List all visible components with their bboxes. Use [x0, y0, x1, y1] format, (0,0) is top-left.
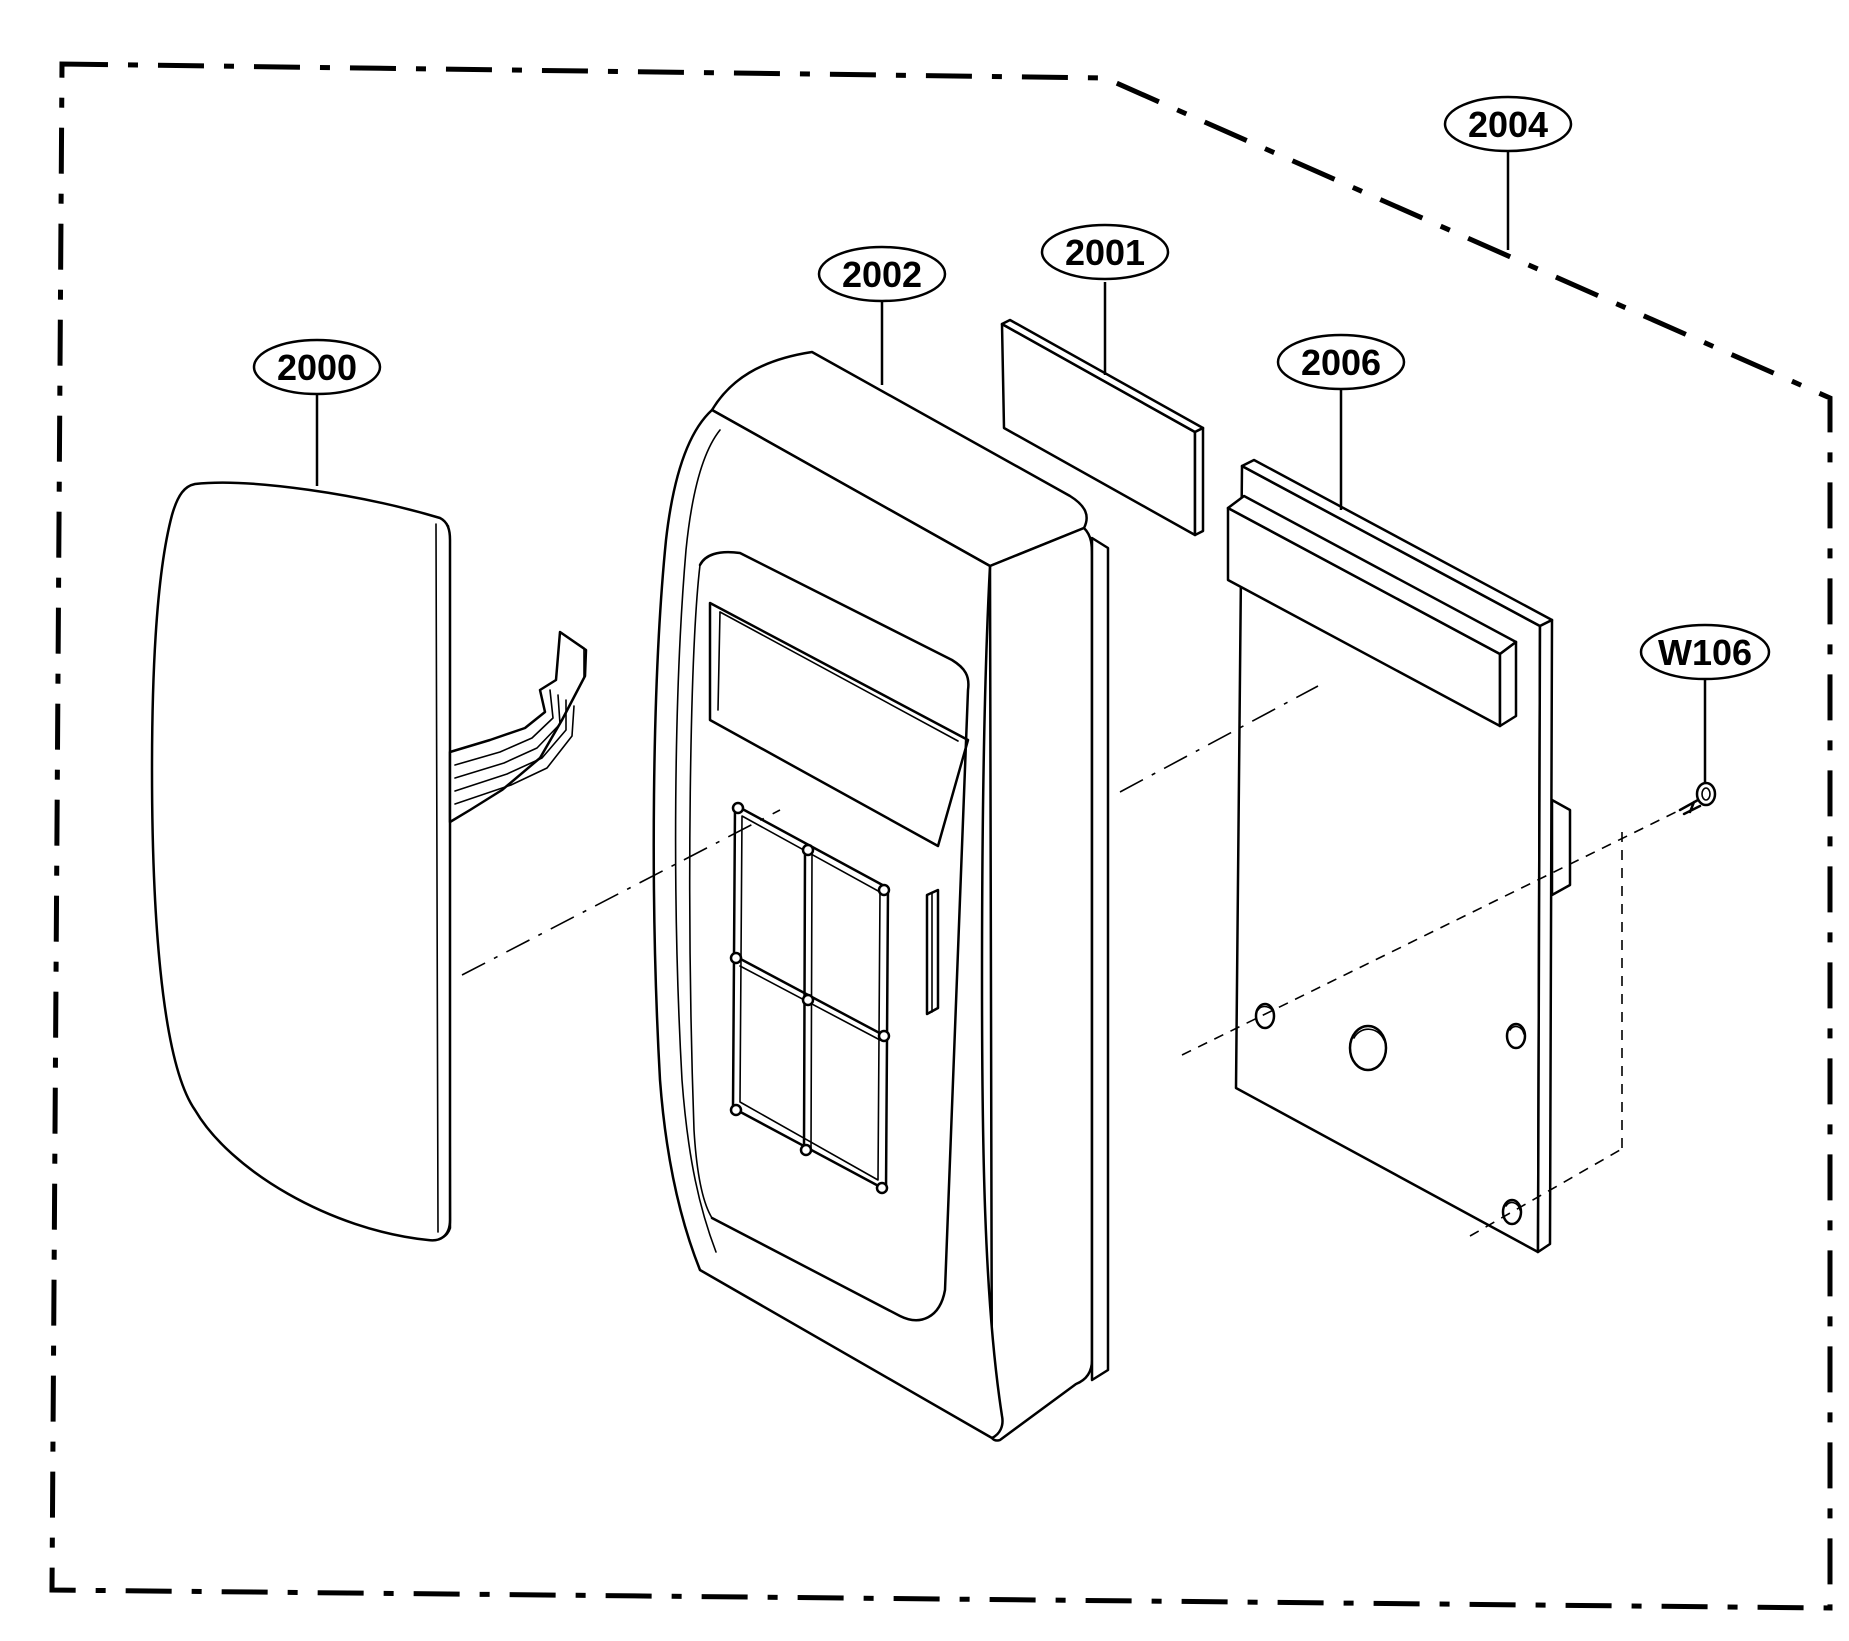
- callout-2000: 2000: [252, 338, 382, 396]
- callout-2004: 2004: [1443, 95, 1573, 153]
- part-2001-display-filter: [1000, 318, 1205, 537]
- callout-2002: 2002: [817, 245, 947, 303]
- callout-w106: W106: [1639, 623, 1771, 681]
- callout-2006-label: 2006: [1301, 342, 1381, 383]
- alignment-line-membrane: [461, 809, 781, 976]
- part-2006-pcb-assembly: [1226, 458, 1572, 1254]
- callout-2004-label: 2004: [1468, 104, 1548, 145]
- screw-path-lower: [1469, 1149, 1621, 1237]
- callout-2001-label: 2001: [1065, 232, 1145, 273]
- part-2002-control-panel-frame: [652, 350, 1110, 1442]
- assembly-boundary: [49, 61, 1833, 1611]
- ribbon-cable: [448, 630, 588, 824]
- callout-2002-label: 2002: [842, 254, 922, 295]
- part-w106-screw: [1678, 781, 1717, 816]
- screw-path-upper: [1181, 809, 1681, 1056]
- part-2000-membrane-panel: [150, 481, 588, 1242]
- alignment-line-pcb: [1119, 685, 1319, 793]
- keypad-grid: [729, 801, 891, 1195]
- callout-2001: 2001: [1040, 223, 1170, 281]
- callout-2000-label: 2000: [277, 347, 357, 388]
- callout-2006: 2006: [1276, 333, 1406, 391]
- callout-w106-label: W106: [1658, 632, 1752, 673]
